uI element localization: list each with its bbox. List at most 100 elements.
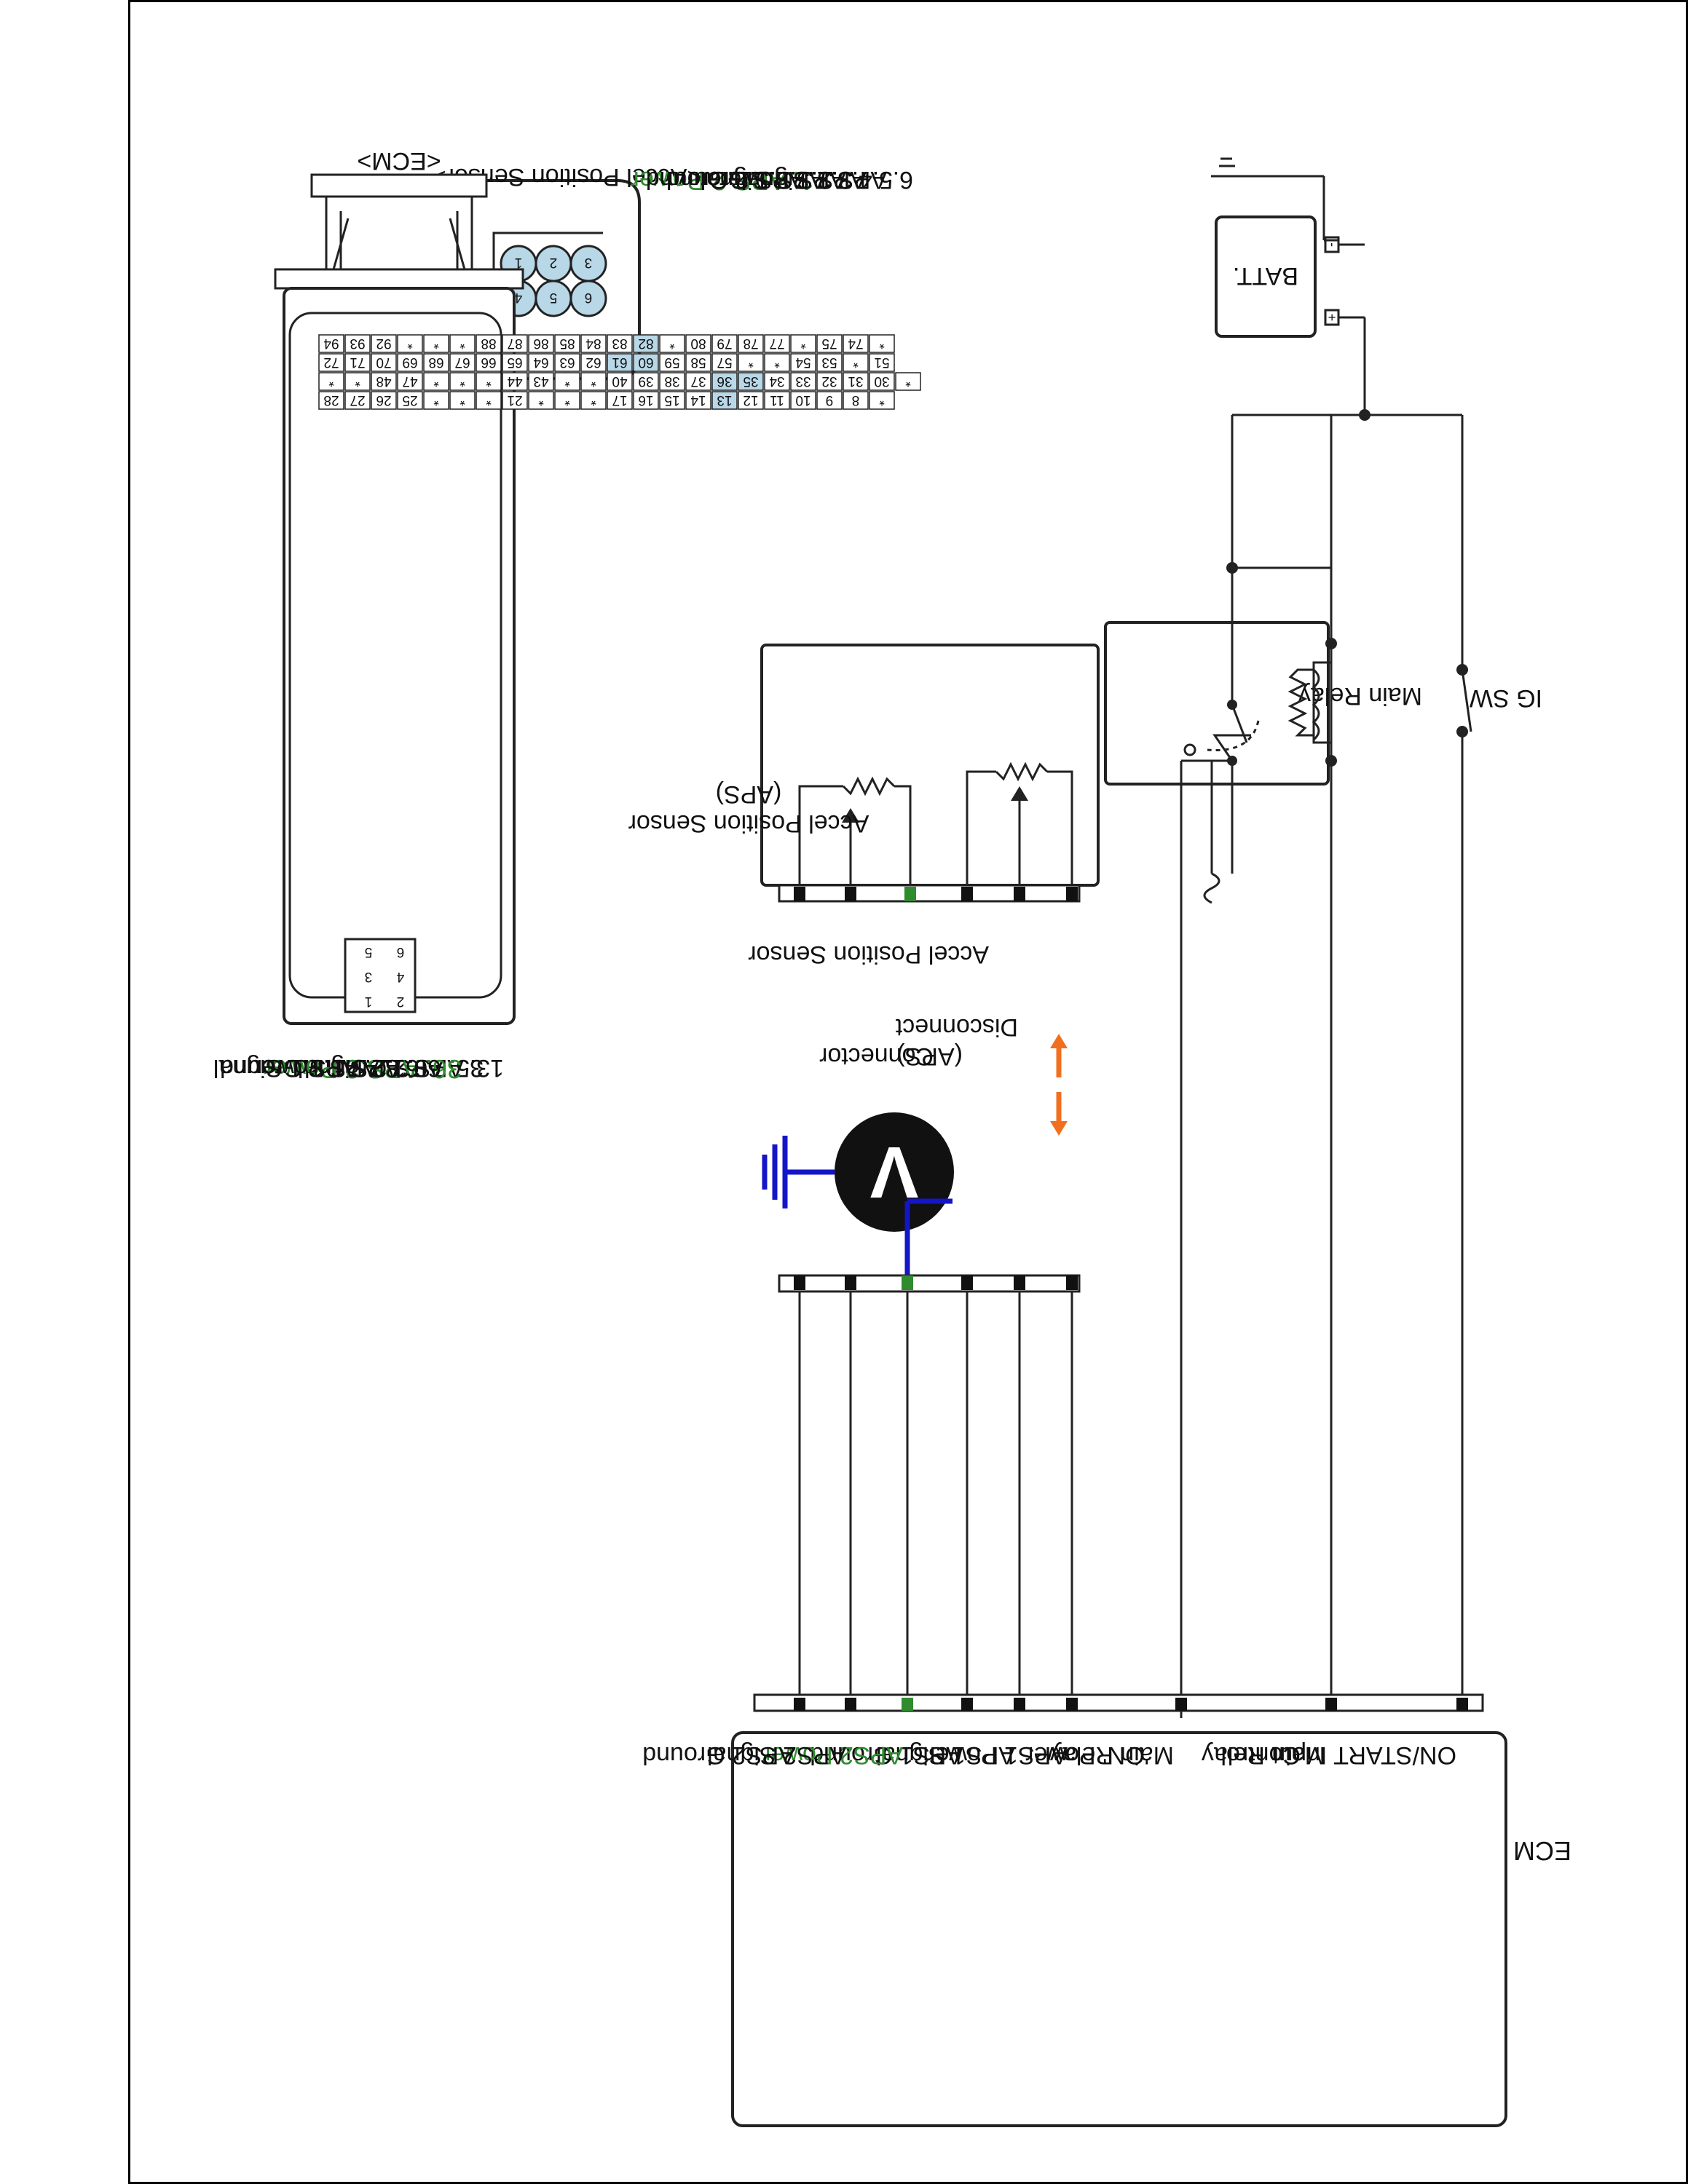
ig-switch: IG SW xyxy=(1456,415,1542,1711)
ecm-pin-label: * xyxy=(564,392,570,408)
ecm-pin-cell xyxy=(764,353,790,372)
ecm-pin-cell xyxy=(502,391,528,410)
ecm-pin-cell xyxy=(633,372,659,391)
ecm-pin-label: 13 xyxy=(717,392,732,408)
ecm-pin-cell xyxy=(476,391,502,410)
ecm-pin-cell xyxy=(397,391,423,410)
ecm-pin-cell xyxy=(397,372,423,391)
ecm-pin-label: * xyxy=(460,392,465,408)
ecm-pin-label: * xyxy=(591,373,596,389)
ecm-terminal-labels: ON/START Input Main Relay Control Main R… xyxy=(642,1741,1456,1769)
ecm-pin-label: 79 xyxy=(717,336,732,351)
ecm-pin-cell xyxy=(816,372,843,391)
aps-pin-4: 4 xyxy=(514,290,522,305)
aps-pin-3: 3 xyxy=(585,255,593,270)
ecm-pin-cell xyxy=(344,391,371,410)
ecm-pin-cell xyxy=(711,353,738,372)
ecm-pin-label: 74 xyxy=(848,336,864,351)
ecm-pin-label: 84 xyxy=(585,336,602,351)
ecm-pin-cell xyxy=(580,372,607,391)
ecm-term-aps2-ground: APS2 Ground xyxy=(642,1741,795,1769)
ecm-pin-cell xyxy=(738,334,764,353)
ecm-term-aps2-power: APS2 Power xyxy=(762,1741,903,1769)
ecm-pin-cell xyxy=(869,334,895,353)
ecm-pin-label: * xyxy=(460,373,465,389)
ecm-small-pin-label: 1 xyxy=(365,994,373,1009)
ecm-pin-cell xyxy=(449,372,476,391)
ecm-pin-label: * xyxy=(328,373,334,389)
ecm-pin-label: 93 xyxy=(350,336,365,351)
ecm-pin-cell xyxy=(344,353,371,372)
aps-pin-list-item-2: 2. APS.2 Ground xyxy=(646,166,832,194)
ecm-small-pin-label: 5 xyxy=(365,944,373,960)
ecm-pin-cell xyxy=(423,372,449,391)
ecm-pin-cell xyxy=(580,391,607,410)
ecm-pin-cell xyxy=(659,334,685,353)
ecm-pin-cell xyxy=(790,391,816,410)
ecm-pin-label: 78 xyxy=(743,336,758,351)
ecm-pin-label: * xyxy=(407,336,413,351)
aps-pin-2: 2 xyxy=(550,255,558,270)
ecm-pin-cell xyxy=(738,391,764,410)
ecm-pin-cell xyxy=(554,353,580,372)
ecm-pin-list-60: 60. APS.1 Power xyxy=(254,1054,441,1082)
ecm-pin-cell xyxy=(554,372,580,391)
ecm-pin-cell xyxy=(816,353,843,372)
ecm-pin-label: 21 xyxy=(507,392,522,408)
ecm-small-pin-label: 4 xyxy=(396,969,404,984)
ecm-pin-label: 71 xyxy=(350,355,365,370)
ecm-pin-label: 63 xyxy=(559,355,575,370)
ecm-pin-label: 54 xyxy=(795,355,811,370)
ecm-pin-cell xyxy=(371,334,397,353)
ecm-connector-title: <ECM> xyxy=(357,147,441,175)
ecm-pin-label: 60 xyxy=(638,355,653,370)
ecm-pin-label: 69 xyxy=(402,355,417,370)
ecm-pin-label: 44 xyxy=(507,373,523,389)
ecm-pin-label: 64 xyxy=(533,355,549,370)
ecm-pin-cell xyxy=(843,372,869,391)
ecm-pin-cell xyxy=(659,391,685,410)
voltmeter: V xyxy=(835,1112,954,1232)
ecm-pin-cell xyxy=(502,353,528,372)
ecm-pin-cell xyxy=(318,372,344,391)
aps-pin-list-item-3: 3. APS.1 Ground xyxy=(666,166,852,194)
ecm-pin-cell xyxy=(790,334,816,353)
ecm-pin-cell xyxy=(371,391,397,410)
aps-pin-list-item-6: 6. APS.1 Signal xyxy=(741,166,913,194)
ecm-term-aps1-signal: APS1 Signal xyxy=(876,1741,1015,1769)
disconnect-text-3: (APS) xyxy=(896,1042,963,1070)
ecm-pin-label: 35 xyxy=(743,373,758,389)
disconnect-text-2: Accel Position Sensor xyxy=(748,941,989,968)
battery-minus: - xyxy=(1325,242,1340,247)
disconnect-text: Disconnect Accel Position Sensor (APS) C… xyxy=(748,941,1018,1070)
aps-pin-list: 1. APS.2 Power 2. APS.2 Ground 1. APS.2 … xyxy=(631,166,814,196)
ecm-pin-label: 38 xyxy=(664,373,679,389)
aps-body-label-2: (APS) xyxy=(716,780,782,808)
ecm-pin-label: * xyxy=(433,392,439,408)
ecm-pin-label: * xyxy=(433,373,439,389)
ecm-pin-label: 85 xyxy=(559,336,575,351)
ecm-pin-label: 66 xyxy=(481,355,496,370)
ecm-pin-cell xyxy=(397,353,423,372)
ecm-pin-cell xyxy=(344,372,371,391)
ecm-pin-cell xyxy=(423,353,449,372)
ecm-pin-cell xyxy=(554,391,580,410)
ecm-pin-cell xyxy=(659,372,685,391)
ecm-pin-label: 43 xyxy=(533,373,548,389)
ecm-pin-label: 59 xyxy=(664,355,679,370)
disconnect-text-4: Connector xyxy=(819,1042,934,1070)
ecm-small-pin-label: 6 xyxy=(397,944,405,960)
ecm-pin-cell xyxy=(528,391,554,410)
ecm-title: ECM xyxy=(1513,1836,1571,1866)
ecm-pin-cell xyxy=(685,334,711,353)
ecm-term-main-relay-control-2: Control xyxy=(1220,1741,1301,1769)
ecm-pin-label: 72 xyxy=(323,355,339,370)
ecm-term-main-relay-on-2: 'ON' Power xyxy=(1025,1741,1149,1769)
ecm-pin-label: * xyxy=(486,373,492,389)
ecm-pin-cell xyxy=(711,334,738,353)
ecm-pin-label: 75 xyxy=(821,336,837,351)
ecm-pin-cell xyxy=(843,353,869,372)
ecm-pin-label: 86 xyxy=(533,336,548,351)
ecm-pin-list-61: 61. APS.1 Ground xyxy=(220,1054,419,1082)
ecm-pin-label: 68 xyxy=(428,355,443,370)
